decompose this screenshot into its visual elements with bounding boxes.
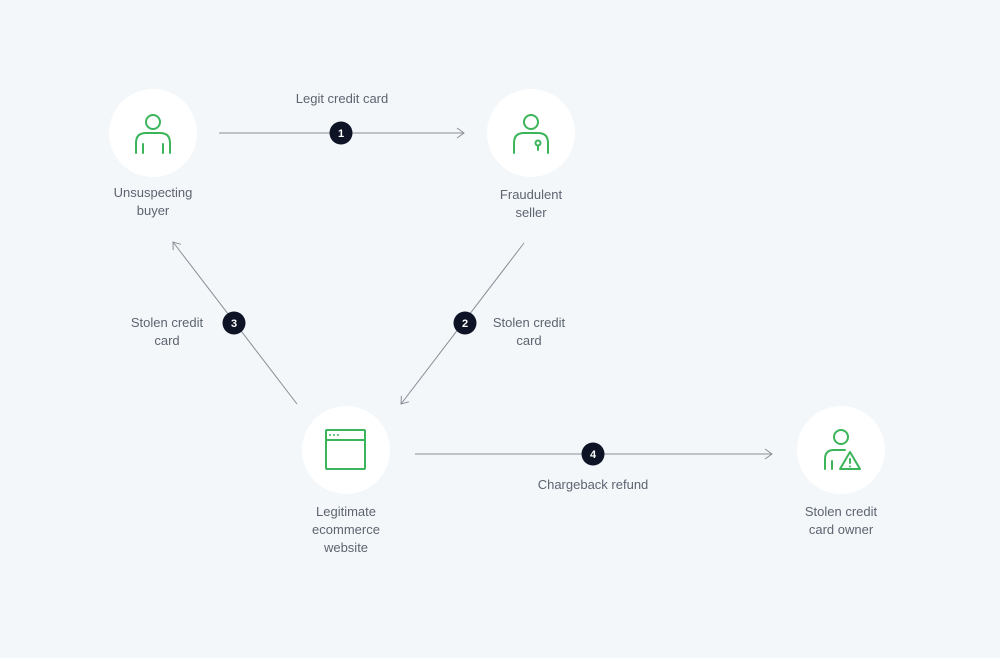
svg-text:3: 3	[231, 318, 237, 330]
node-label-seller: Fraudulent seller	[499, 187, 563, 220]
node-label-website: Legitimate ecommerce website	[312, 504, 380, 555]
browser-window-icon	[325, 429, 366, 470]
node-fraudulent-seller	[487, 89, 575, 177]
edge-label-3: Stolen credit card	[130, 315, 204, 348]
node-unsuspecting-buyer	[109, 89, 197, 177]
step-badge-4: 4	[581, 442, 605, 466]
person-warning-icon	[824, 429, 861, 470]
step-badge-2: 2	[453, 311, 477, 335]
step-badge-3: 3	[222, 311, 246, 335]
step-badge-1: 1	[329, 121, 353, 145]
node-label-owner: Stolen credit card owner	[804, 504, 878, 537]
edge-label-2: Stolen credit card	[492, 315, 566, 348]
edge-label-4: Chargeback refund	[537, 477, 649, 492]
svg-text:2: 2	[462, 318, 468, 330]
node-label-buyer: Unsuspecting buyer	[113, 185, 193, 218]
svg-text:4: 4	[590, 449, 597, 461]
node-stolen-card-owner	[797, 406, 885, 494]
person-with-pin-icon	[513, 114, 549, 154]
person-icon	[135, 114, 171, 154]
node-legitimate-website	[302, 406, 390, 494]
svg-text:1: 1	[338, 128, 344, 140]
edge-label-1: Legit credit card	[295, 91, 389, 106]
